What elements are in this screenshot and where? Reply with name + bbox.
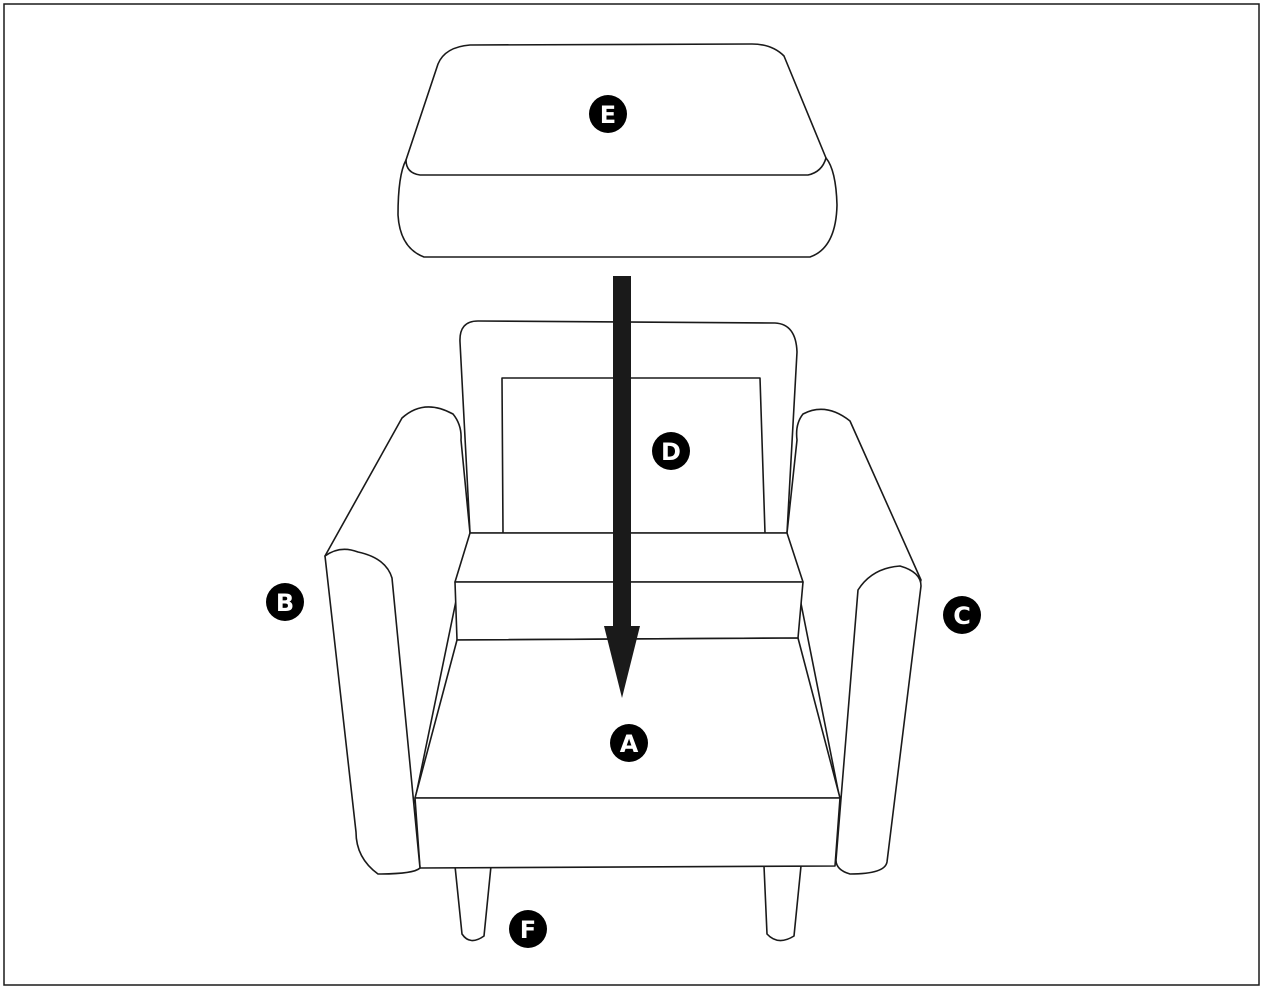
label-b-text: B (276, 589, 294, 617)
label-a: A (610, 724, 648, 762)
label-d-text: D (661, 438, 681, 466)
label-e-text: E (600, 101, 616, 129)
label-f: F (509, 910, 547, 948)
label-e: E (589, 95, 627, 133)
label-c: C (943, 596, 981, 634)
label-d: D (652, 432, 690, 470)
leg-right (764, 866, 801, 941)
label-c-text: C (953, 602, 971, 630)
top-cushion (398, 44, 837, 257)
label-f-text: F (520, 916, 536, 944)
label-a-text: A (620, 730, 639, 758)
arrow-shaft (613, 276, 631, 630)
leg-left (455, 866, 491, 941)
top-cushion-body (398, 44, 837, 257)
legs (455, 866, 801, 941)
label-b: B (266, 583, 304, 621)
seat-front (415, 798, 840, 868)
